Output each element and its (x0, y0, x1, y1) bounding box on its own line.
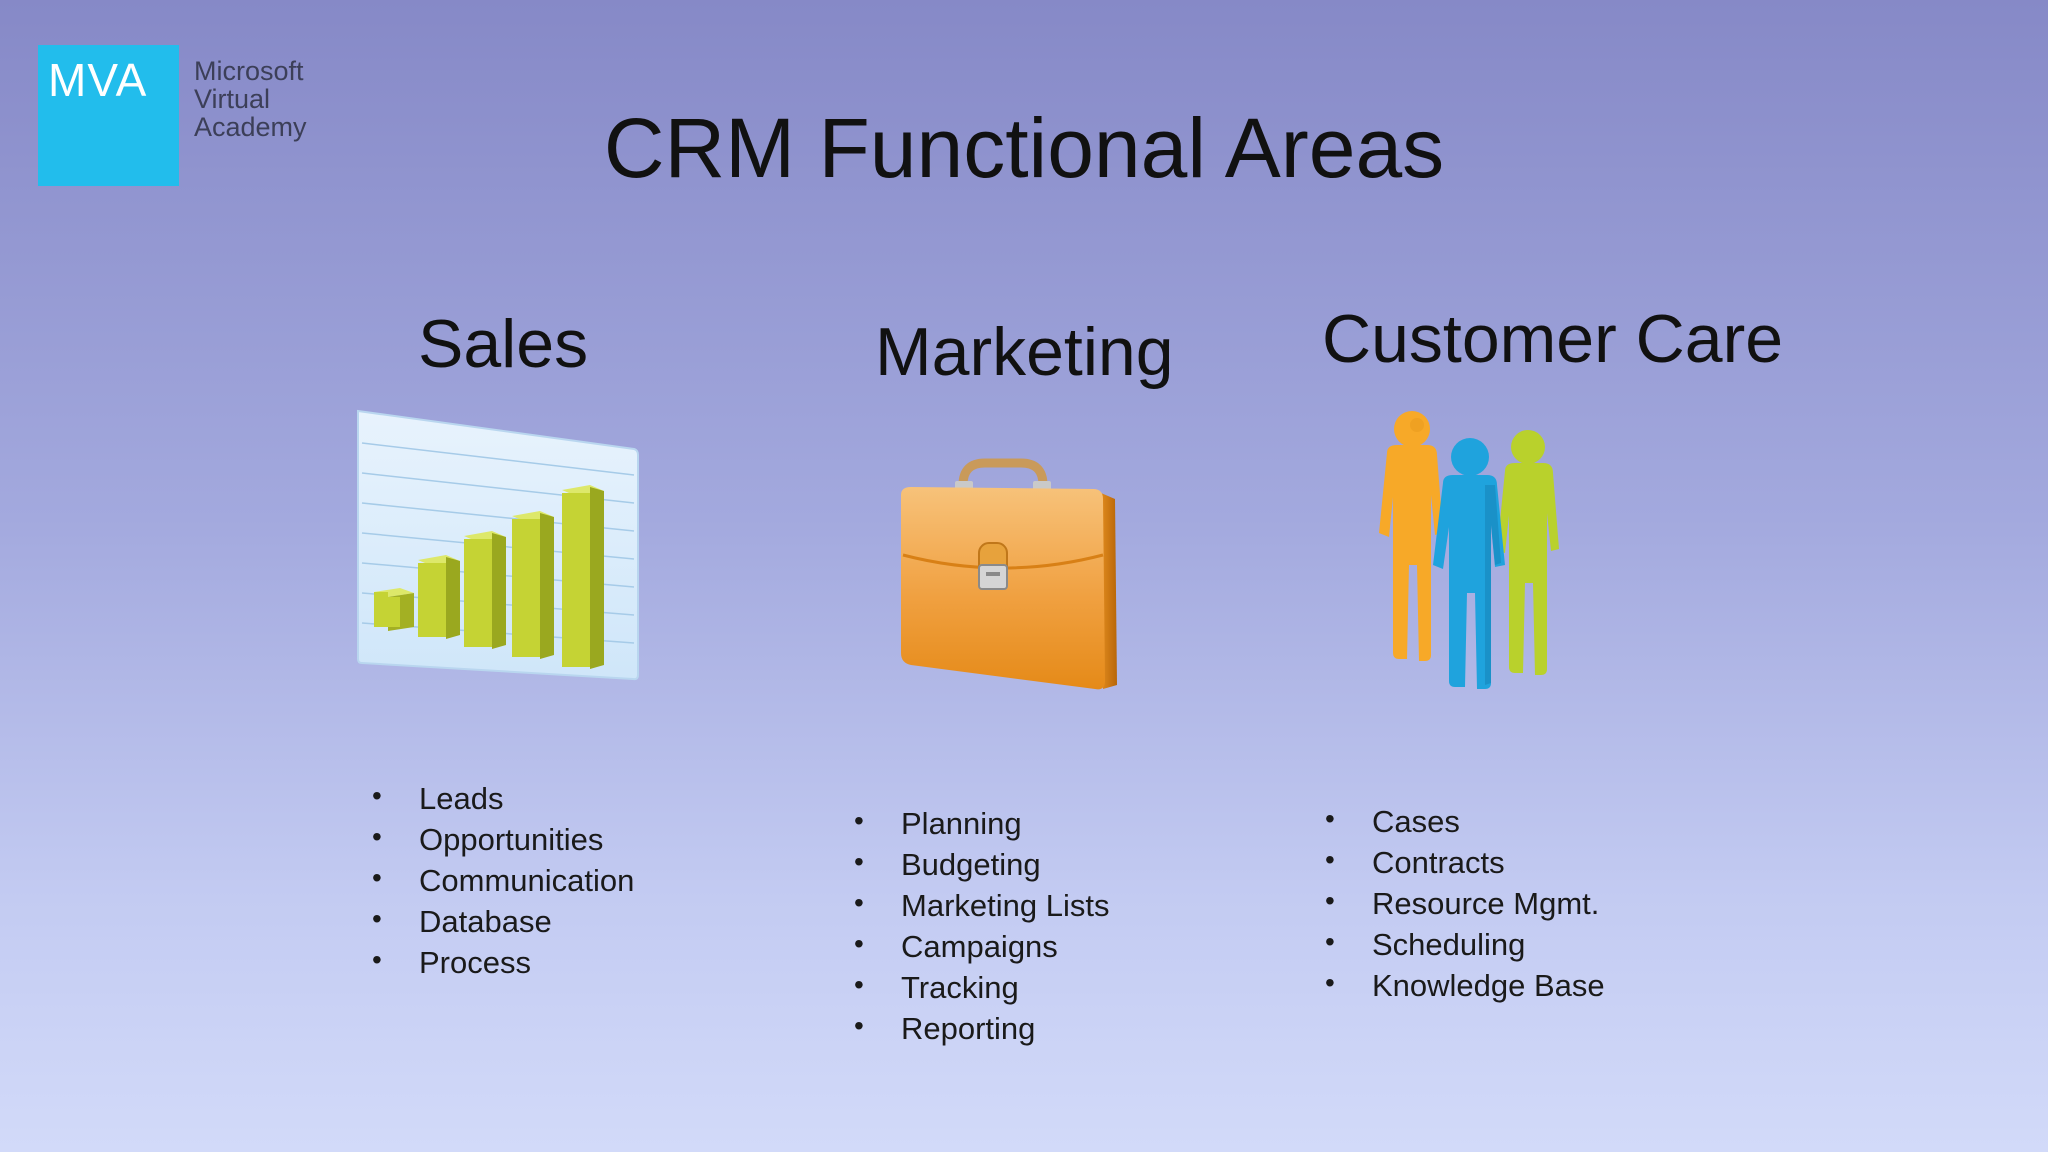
list-item: Database (372, 898, 634, 942)
slide-title: CRM Functional Areas (603, 101, 1445, 195)
list-item: Leads (372, 775, 634, 819)
list-item: Scheduling (1325, 921, 1605, 965)
list-item: Planning (854, 800, 1109, 844)
list-item: Process (372, 939, 634, 983)
heading-sales: Sales (418, 306, 589, 382)
list-item: Contracts (1325, 839, 1605, 883)
list-item: Communication (372, 857, 634, 901)
list-item: Cases (1325, 798, 1605, 842)
marketing-list: Planning Budgeting Marketing Lists Campa… (854, 800, 1109, 1049)
list-item: Marketing Lists (854, 882, 1109, 926)
logo-line-1: Microsoft (194, 56, 304, 86)
logo-line-3: Academy (194, 112, 307, 142)
list-item: Tracking (854, 964, 1109, 1008)
briefcase-icon (901, 458, 1117, 690)
people-group-icon (1379, 411, 1559, 689)
logo-abbreviation: MVA (48, 54, 148, 106)
bar-chart-icon (357, 409, 639, 681)
heading-marketing: Marketing (875, 314, 1174, 390)
customer-care-list: Cases Contracts Resource Mgmt. Schedulin… (1325, 798, 1605, 1006)
logo-line-2: Virtual (194, 84, 271, 114)
list-item: Opportunities (372, 816, 634, 860)
logo-wordmark: Microsoft Virtual Academy (194, 57, 354, 141)
list-item: Resource Mgmt. (1325, 880, 1605, 924)
sales-list: Leads Opportunities Communication Databa… (372, 775, 634, 983)
logo-square: MVA (38, 45, 179, 186)
list-item: Reporting (854, 1005, 1109, 1049)
list-item: Budgeting (854, 841, 1109, 885)
list-item: Knowledge Base (1325, 962, 1605, 1006)
list-item: Campaigns (854, 923, 1109, 967)
heading-customer-care: Customer Care (1322, 301, 1784, 377)
